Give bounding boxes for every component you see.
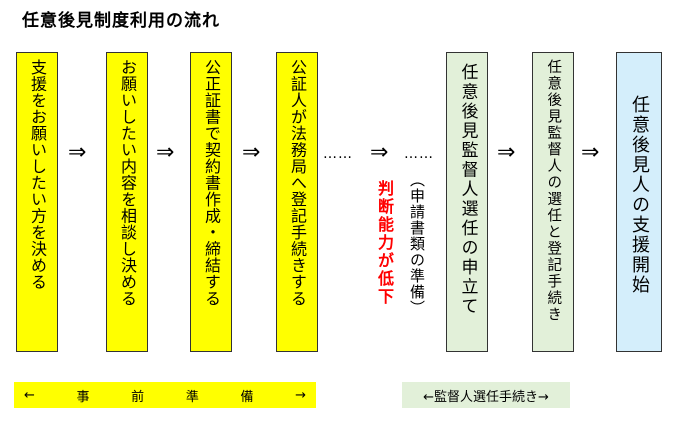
application-docs-note: （申請書類の準備） [408,172,426,316]
step-box-3: 公正証書で契約書作成・締結する [190,52,232,352]
page-title: 任意後見制度利用の流れ [22,11,220,31]
step-box-4: 公証人が法務局へ登記手続きする [276,52,318,352]
step-box-5: 任意後見監督人選任の申立て [446,52,488,352]
step-box-1: 支援をお願いしたい方を決める [16,52,58,352]
band-word-4: 備 [240,389,254,405]
step-label-5: 任意後見監督人選任の申立て [457,63,478,317]
dots-2: …… [404,146,434,162]
step-label-6: 任意後見監督人の選任と登記手続き [545,59,562,323]
arrow-6: ⇒ [581,140,600,165]
band-left-arrow: ← [24,387,35,403]
arrow-2: ⇒ [156,140,175,165]
step-label-7: 任意後見人の支援開始 [629,95,650,295]
step-label-1: 支援をお願いしたい方を決める [28,59,47,290]
step-box-2: お願いしたい内容を相談し決める [106,52,148,352]
arrow-3: ⇒ [242,140,261,165]
arrow-4: ⇒ [370,140,389,165]
band-right-arrow: → [295,387,306,403]
arrow-5: ⇒ [497,140,516,165]
step-label-3: 公正証書で契約書作成・締結する [202,59,221,307]
band-word-2: 前 [131,389,145,405]
band-word-3: 準 [185,389,199,405]
band-word-1: 事 [76,389,90,405]
step-box-6: 任意後見監督人の選任と登記手続き [532,52,574,352]
capacity-decline-note: 判断能力が低下 [375,180,394,306]
advance-preparation-band: ← 事 前 準 備 → [14,382,316,408]
step-label-4: 公証人が法務局へ登記手続きする [288,59,307,307]
step-box-7: 任意後見人の支援開始 [616,52,662,352]
dots-1: …… [323,146,353,162]
arrow-1: ⇒ [68,140,87,165]
supervisor-appointment-band: ←監督人選任手続き→ [402,382,570,408]
step-label-2: お願いしたい内容を相談し決める [118,59,137,307]
